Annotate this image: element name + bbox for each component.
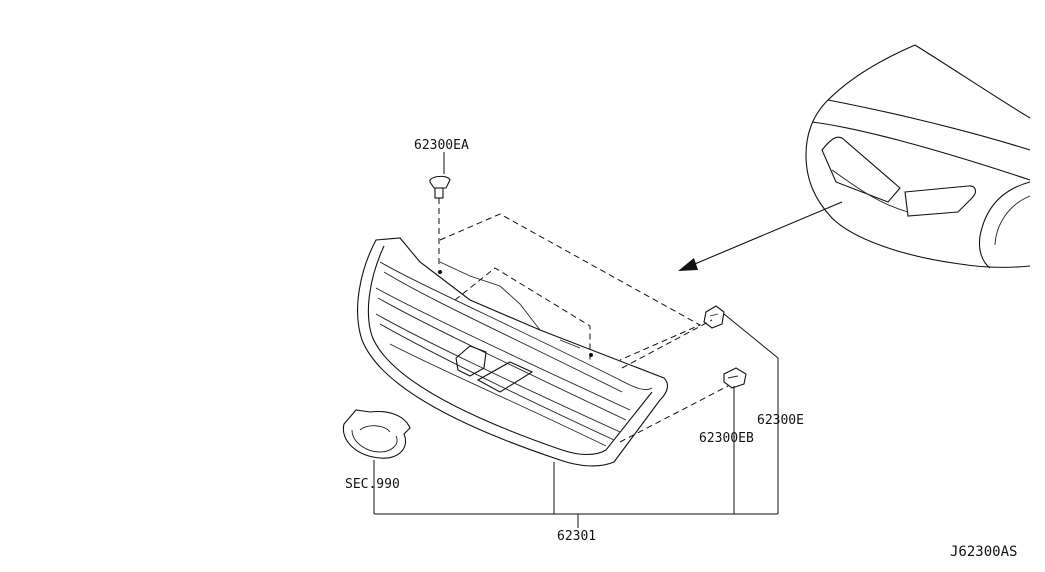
clip-62300E xyxy=(703,305,725,329)
label-62300EA: 62300EA xyxy=(414,138,469,153)
emblem-sec990 xyxy=(342,409,411,459)
clip-62300EB xyxy=(723,367,747,389)
clip-62300EA xyxy=(429,152,451,265)
front-grille xyxy=(357,213,729,467)
direction-arrow xyxy=(678,201,843,271)
label-sec990: SEC.990 xyxy=(345,477,400,492)
diagram-id: J62300AS xyxy=(950,544,1017,560)
label-62300EB: 62300EB xyxy=(699,431,754,446)
label-62301: 62301 xyxy=(557,529,596,544)
leader-lines xyxy=(373,313,779,528)
vehicle-front-illustration xyxy=(805,44,1031,269)
label-62300E: 62300E xyxy=(757,413,804,428)
